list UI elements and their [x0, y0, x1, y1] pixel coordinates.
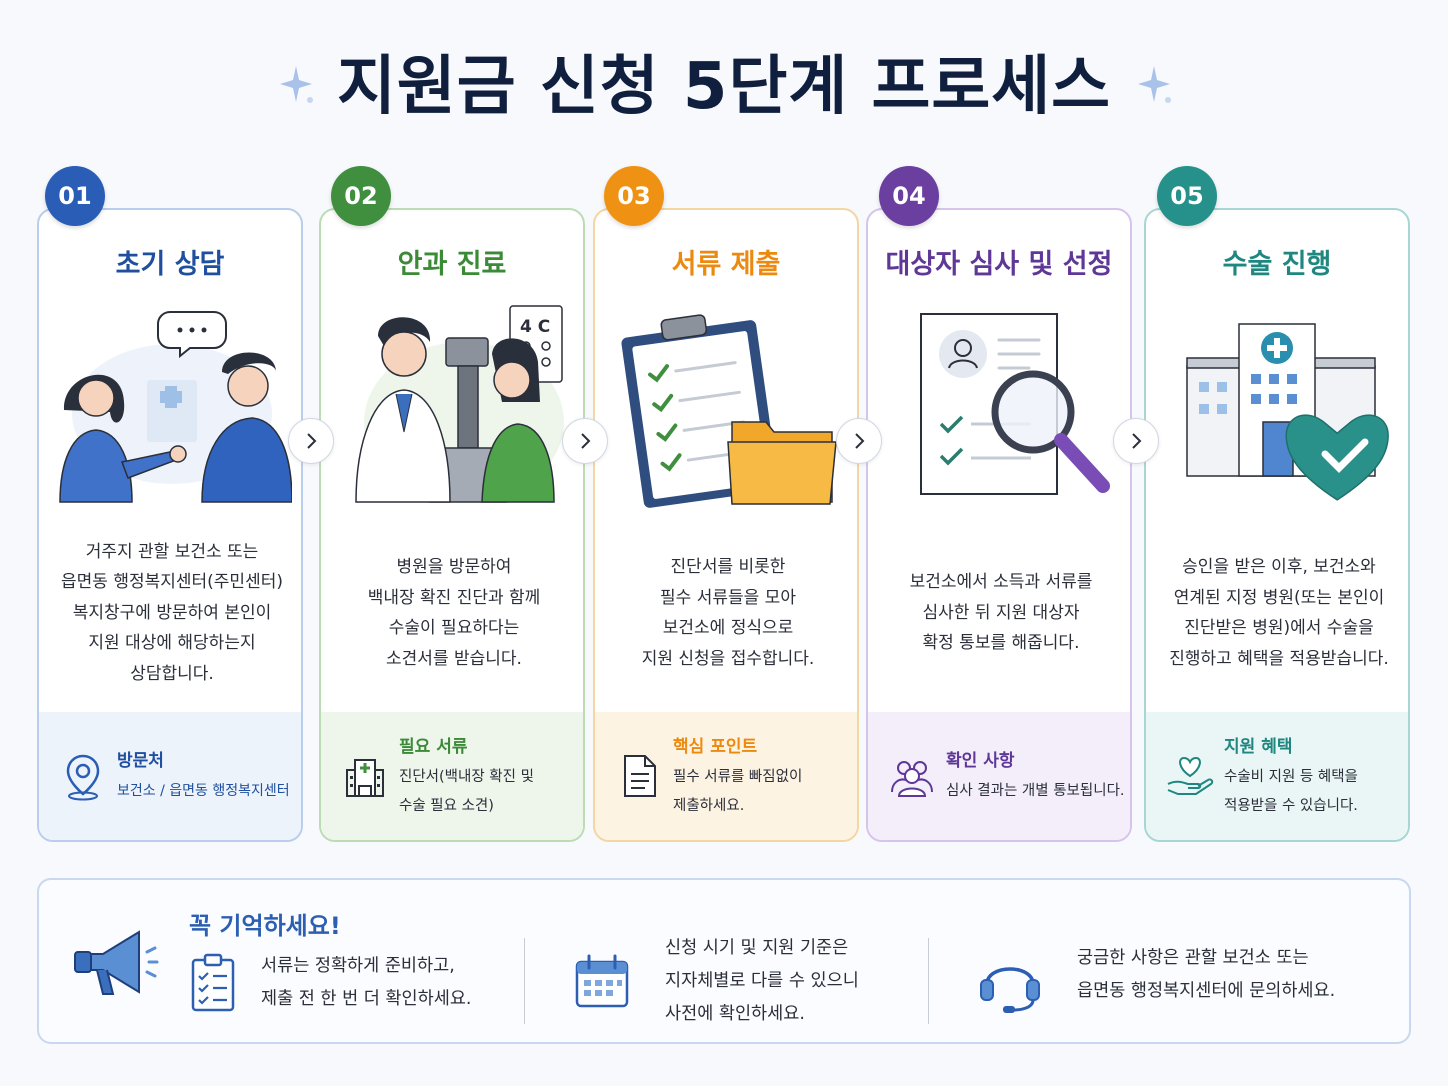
footer-title: 필요 서류 — [399, 736, 468, 757]
divider — [524, 938, 525, 1024]
clipboard-folder-icon — [621, 314, 837, 508]
sparkle-icon — [280, 66, 313, 103]
step-title: 대상자 심사 및 선정 — [885, 249, 1113, 280]
step-footer: 핵심 포인트 필수 서류를 빠짐없이 제출하세요. — [595, 712, 857, 840]
megaphone-icon — [74, 930, 159, 995]
step-badge: 04 — [879, 166, 939, 226]
footer-body: 보건소 / 읍면동 행정복지센터 — [117, 783, 290, 799]
step-footer: 지원 혜택 수술비 지원 등 혜택을 적용받을 수 있습니다. — [1146, 712, 1408, 840]
chevron-right-icon — [581, 433, 591, 449]
consultation-icon — [59, 311, 292, 503]
step-footer: 확인 사항 심사 결과는 개별 통보됩니다. — [868, 712, 1130, 840]
svg-text:4 C: 4 C — [520, 317, 550, 337]
step-description: 승인을 받은 이후, 보건소와 연계된 지정 병원(또는 본인이 진단받은 병원… — [1169, 557, 1389, 669]
step-description: 보건소에서 소득과 서류를 심사한 뒤 지원 대상자 확정 통보를 해줍니다. — [909, 572, 1093, 654]
step-card-consultation: 초기 상담 거주지 관할 보건소 또는 읍면동 행정복지센터(주민센터) 복지창… — [37, 208, 303, 842]
reminder-title: 꼭 기억하세요! — [189, 912, 341, 940]
step-badge: 05 — [1157, 166, 1217, 226]
footer-body: 수술비 지원 등 혜택을 적용받을 수 있습니다. — [1224, 768, 1358, 814]
step-title: 서류 제출 — [671, 249, 781, 280]
next-step-arrow — [288, 418, 334, 464]
next-step-arrow — [1113, 418, 1159, 464]
reminder-panel: 꼭 기억하세요! 서류는 정확하게 준비하고, 제출 전 한 번 더 확인하세요… — [37, 878, 1411, 1044]
footer-title: 지원 혜택 — [1224, 736, 1293, 757]
step-description: 진단서를 비롯한 필수 서류들을 모아 보건소에 정식으로 지원 신청을 접수합… — [641, 557, 815, 669]
footer-body: 진단서(백내장 확진 및 수술 필요 소견) — [399, 768, 534, 814]
step-card-review: 대상자 심사 및 선정 보건소에서 소득과 서류를 심사한 뒤 지원 대상자 확… — [866, 208, 1132, 842]
calendar-icon — [575, 954, 629, 1008]
step-footer: 필요 서류 진단서(백내장 확진 및 수술 필요 소견) — [321, 712, 583, 840]
reminder-tip: 궁금한 사항은 관할 보건소 또는 읍면동 행정복지센터에 문의하세요. — [1077, 948, 1336, 1001]
step-card-surgery: 수술 진행 승인을 받은 이후, 보건소와 연계된 지정 병원(또는 본인이 진… — [1144, 208, 1410, 842]
hospital-heart-icon — [1186, 323, 1389, 501]
reminder-tip: 서류는 정확하게 준비하고, 제출 전 한 번 더 확인하세요. — [261, 956, 472, 1009]
location-pin-icon — [66, 754, 100, 801]
chevron-right-icon — [855, 433, 865, 449]
step-footer: 방문처 보건소 / 읍면동 행정복지센터 — [39, 712, 301, 840]
review-magnifier-icon — [920, 313, 1110, 495]
checklist-icon — [191, 953, 235, 1012]
people-icon — [891, 761, 933, 797]
step-badge: 03 — [604, 166, 664, 226]
page-title: 지원금 신청 5단계 프로세스 — [336, 50, 1112, 124]
step-card-eye-exam: 안과 진료 4 C 병원을 방문하여 백내장 확진 진단과 함께 수술이 필요하… — [319, 208, 585, 842]
footer-title: 핵심 포인트 — [673, 736, 758, 757]
chevron-right-icon — [1132, 433, 1142, 449]
headset-icon — [980, 967, 1040, 1013]
eye-exam-icon: 4 C — [355, 305, 564, 503]
step-title: 수술 진행 — [1222, 249, 1332, 280]
step-card-documents: 서류 제출 진단서를 비롯한 필수 서류들을 모아 보건소에 정식으로 지원 신… — [593, 208, 859, 842]
step-description: 병원을 방문하여 백내장 확진 진단과 함께 수술이 필요하다는 소견서를 받습… — [367, 557, 541, 669]
next-step-arrow — [836, 418, 882, 464]
step-badge: 02 — [331, 166, 391, 226]
heart-hand-icon — [1167, 756, 1214, 795]
title-area: 지원금 신청 5단계 프로세스 — [0, 36, 1448, 126]
footer-title: 확인 사항 — [946, 751, 1015, 771]
hospital-icon — [346, 759, 384, 797]
next-step-arrow — [562, 418, 608, 464]
reminder-tip: 신청 시기 및 지원 기준은 지자체별로 다를 수 있으니 사전에 확인하세요. — [665, 938, 859, 1024]
footer-body: 심사 결과는 개별 통보됩니다. — [946, 783, 1125, 799]
step-description: 거주지 관할 보건소 또는 읍면동 행정복지센터(주민센터) 복지창구에 방문하… — [61, 541, 283, 684]
step-title: 안과 진료 — [397, 249, 507, 280]
divider — [928, 938, 929, 1024]
step-title: 초기 상담 — [115, 249, 225, 280]
step-badge: 01 — [45, 166, 105, 226]
document-icon — [624, 755, 656, 797]
footer-title: 방문처 — [117, 751, 164, 771]
chevron-right-icon — [307, 433, 317, 449]
sparkle-icon — [1138, 66, 1171, 103]
footer-body: 필수 서류를 빠짐없이 제출하세요. — [673, 768, 803, 814]
